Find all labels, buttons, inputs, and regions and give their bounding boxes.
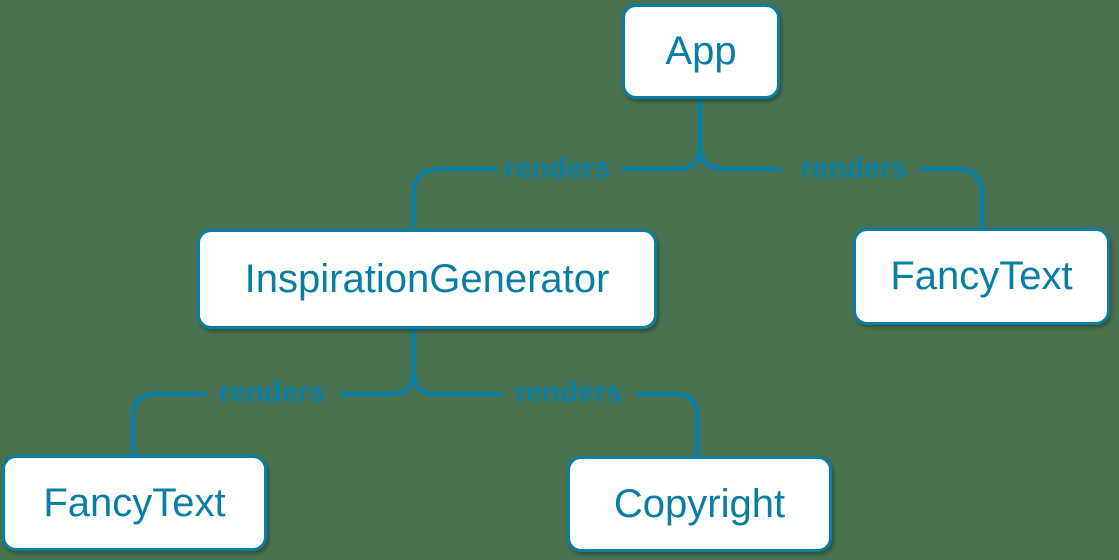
edge-inspirationgenerator-to-copyright-line-down — [634, 391, 700, 461]
node-fancy-text-top: FancyText — [853, 228, 1110, 325]
node-app: App — [622, 4, 780, 99]
node-inspiration-generator: InspirationGenerator — [197, 229, 657, 329]
node-copyright-label: Copyright — [613, 481, 786, 526]
edge-label-inspirationgenerator-fancytext: renders — [218, 376, 326, 409]
node-copyright: Copyright — [567, 456, 832, 552]
node-inspiration-generator-label: InspirationGenerator — [244, 256, 610, 301]
node-app-label: App — [665, 29, 737, 73]
node-fancy-text-top-label: FancyText — [890, 254, 1073, 298]
edge-app-to-fancytext-line-down — [918, 166, 985, 233]
node-fancy-text-bottom-label: FancyText — [43, 480, 226, 525]
edge-app-to-inspirationgenerator-line-left — [621, 143, 703, 172]
node-fancy-text-bottom: FancyText — [2, 455, 267, 551]
edge-inspirationgenerator-to-copyright-line-right — [410, 369, 503, 397]
edge-label-app-fancytext: renders — [800, 152, 908, 185]
edge-inspirationgenerator-to-fancytext-line-down — [130, 391, 207, 460]
edge-label-inspirationgenerator-copyright: renders — [514, 376, 622, 409]
edge-label-app-inspirationgenerator: renders — [503, 152, 611, 185]
edge-app-to-fancytext-line-right — [697, 143, 783, 172]
